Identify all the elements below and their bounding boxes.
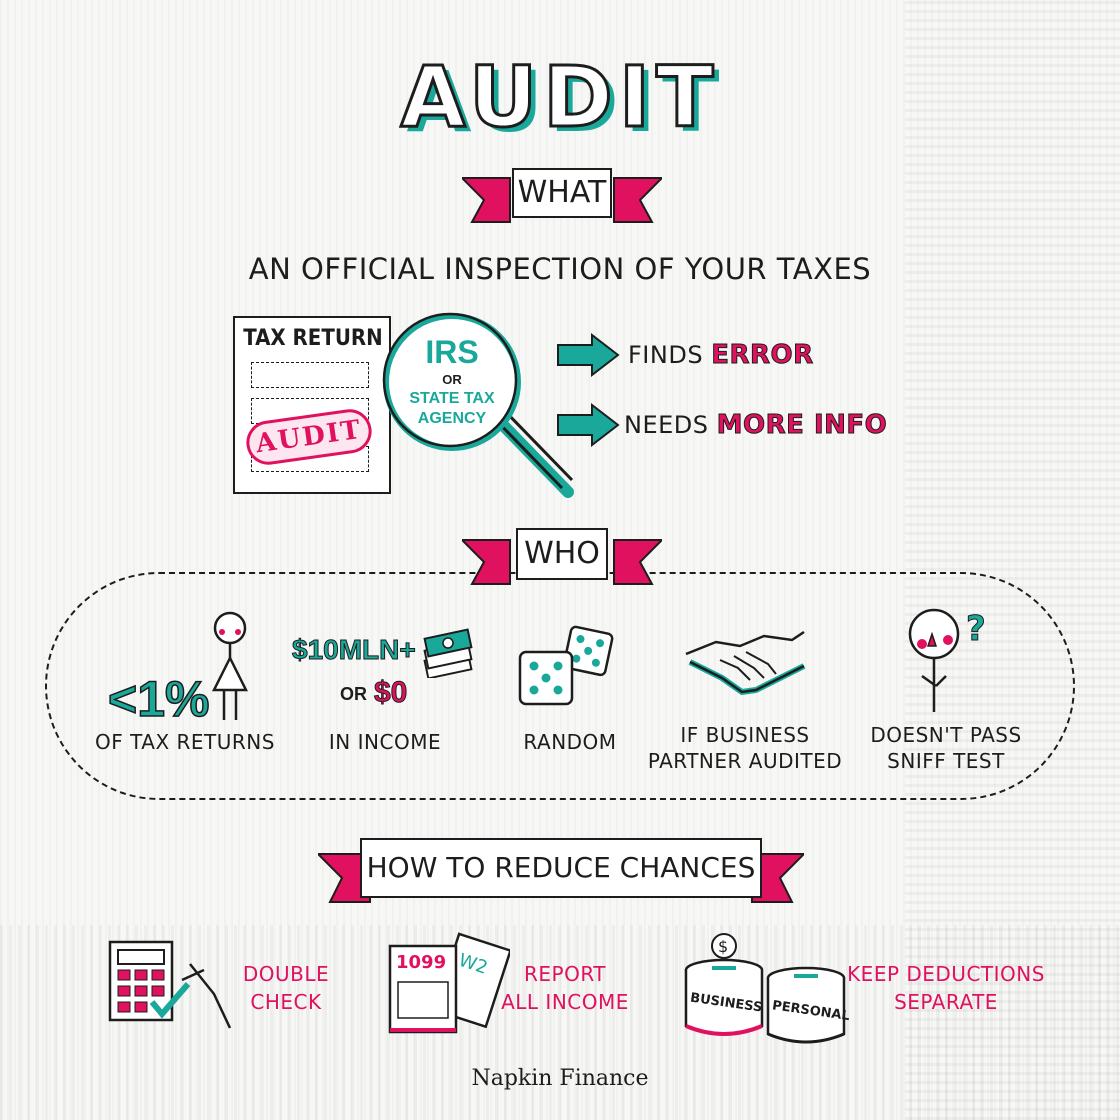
tax-return-document: TAX RETURN: [233, 316, 391, 494]
stat-or: OR: [340, 684, 367, 704]
arrow-icon: [557, 333, 620, 377]
ribbon-icon: [462, 177, 662, 223]
stat-zero: $0: [373, 676, 408, 710]
label-line: DOUBLE: [242, 962, 330, 986]
label-line: IF BUSINESS: [680, 723, 810, 747]
section-heading-who: WHO: [516, 528, 608, 580]
definition-text: AN OFFICIAL INSPECTION OF YOUR TAXES: [248, 252, 872, 286]
calculator-icon: [108, 940, 232, 1029]
ribbon-icon: [462, 539, 662, 585]
stat-value: $10MLN+: [292, 634, 417, 666]
reduce-double-check: DOUBLE CHECK: [236, 960, 336, 1016]
stat-less-than-one-percent: <1%: [107, 670, 210, 728]
banner-how: HOW TO REDUCE CHANCES: [318, 832, 804, 918]
who-label-random: RANDOM: [523, 730, 617, 754]
ribbon-icon: [318, 853, 804, 903]
banner-who: WHO: [462, 522, 662, 602]
page-title: AUDIT: [399, 47, 720, 148]
brand-footer: Napkin Finance: [471, 1066, 649, 1091]
tax-forms-icon: W2 1099: [388, 932, 510, 1034]
money-stack-icon: [423, 628, 473, 678]
svg-text:?: ?: [966, 609, 986, 649]
label-line: SNIFF TEST: [887, 749, 1005, 773]
arrow-icon: [557, 403, 620, 447]
napkin-fold-bottom: [0, 925, 1120, 1120]
who-label-income: IN INCOME: [328, 730, 442, 754]
document-line: [251, 362, 369, 388]
napkin-fold-right: [905, 0, 1120, 1120]
reason-highlight: ERROR: [711, 340, 814, 371]
agency-or: OR: [442, 372, 462, 387]
section-heading-how: HOW TO REDUCE CHANCES: [360, 838, 762, 898]
handshake-icon: [685, 630, 806, 696]
dice-icon: [518, 625, 614, 706]
agency-state-1: STATE TAX: [409, 390, 495, 407]
who-label-tax-returns: OF TAX RETURNS: [95, 730, 275, 754]
reason-needs-info: NEEDS MORE INFO: [624, 410, 888, 441]
agency-irs: IRS: [425, 334, 479, 370]
document-title: TAX RETURN: [243, 326, 383, 351]
question-person-icon: ?: [908, 609, 986, 712]
label-line: REPORT: [524, 962, 606, 986]
label-line: PARTNER AUDITED: [647, 749, 843, 773]
reduce-keep-separate: KEEP DEDUCTIONS SEPARATE: [846, 960, 1046, 1016]
reason-finds-error: FINDS ERROR: [628, 340, 814, 371]
stat-ten-million: $10MLN+: [292, 634, 417, 666]
who-label-sniff-test: DOESN'T PASS SNIFF TEST: [858, 722, 1034, 774]
coin-symbol: $: [718, 937, 728, 956]
magnifier-icon: [382, 312, 574, 498]
reason-prefix: FINDS: [628, 341, 704, 369]
who-label-business-partner: IF BUSINESS PARTNER AUDITED: [640, 722, 850, 774]
person-icon: [211, 611, 249, 720]
label-line: ALL INCOME: [501, 990, 629, 1014]
reason-highlight: MORE INFO: [716, 410, 888, 441]
banner-what: WHAT: [462, 160, 662, 240]
label-line: KEEP DEDUCTIONS: [847, 962, 1045, 986]
label-line: SEPARATE: [894, 990, 998, 1014]
agency-state-2: AGENCY: [417, 410, 487, 427]
reduce-report-income: REPORT ALL INCOME: [500, 960, 630, 1016]
label-line: DOESN'T PASS: [870, 723, 1022, 747]
reason-prefix: NEEDS: [624, 411, 709, 439]
label-line: CHECK: [250, 990, 322, 1014]
form-1099-text: 1099: [396, 952, 446, 973]
section-heading-what: WHAT: [512, 168, 612, 218]
piggy-jars-icon: $ BUSINESS PERSONAL: [684, 933, 850, 1044]
